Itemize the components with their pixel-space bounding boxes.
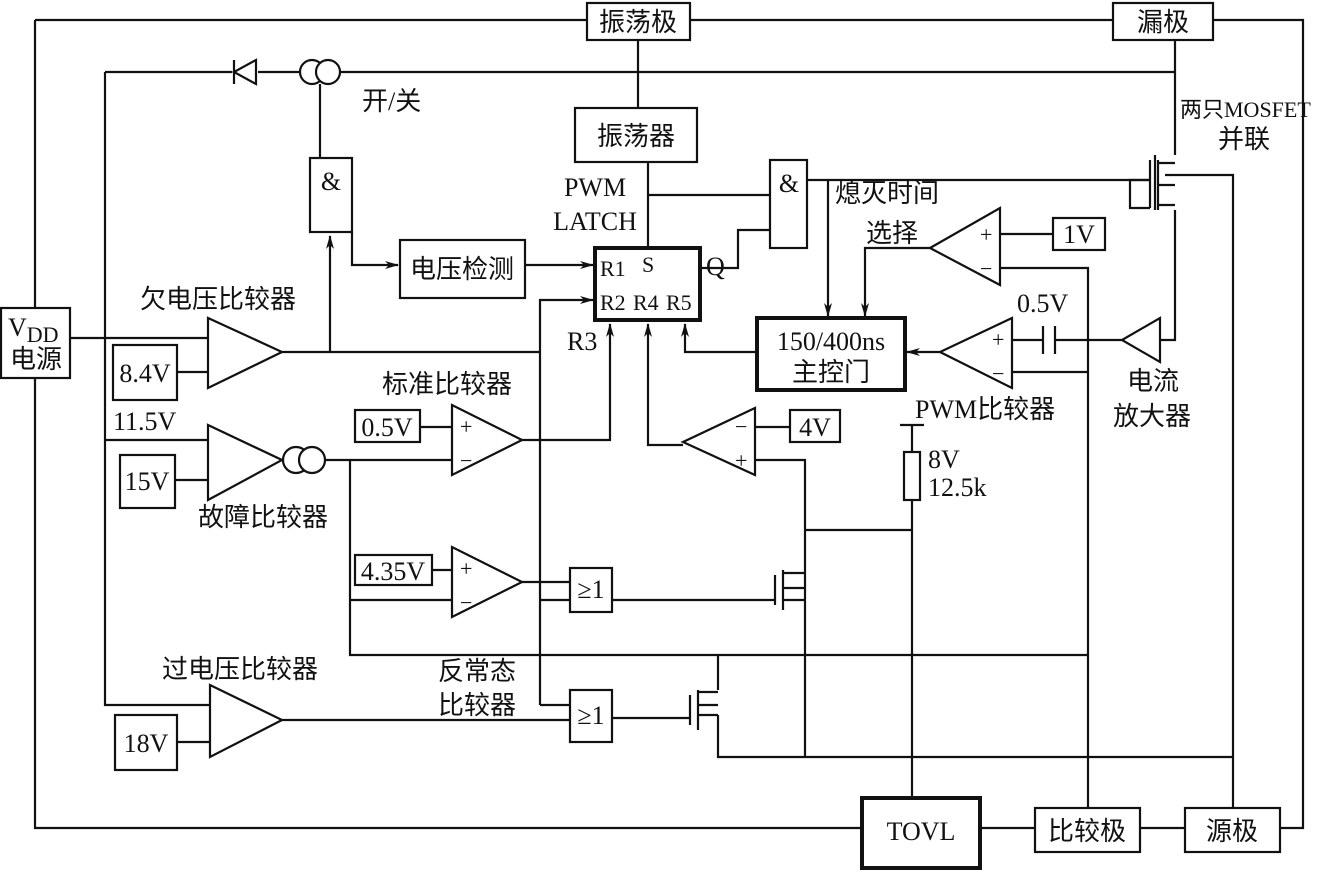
- ov-comparator-label: 过电压比较器: [162, 655, 318, 684]
- box-18v: 18V: [113, 713, 179, 772]
- svg-text:R2: R2: [600, 290, 626, 315]
- svg-text:+: +: [980, 222, 992, 247]
- svg-text:电源: 电源: [10, 345, 62, 374]
- svg-text:R3: R3: [567, 327, 597, 356]
- svg-text:VDD: VDD: [8, 313, 59, 347]
- svg-text:振荡器: 振荡器: [597, 122, 675, 151]
- blanking-label: 选择: [866, 219, 918, 248]
- svg-text:电压检测: 电压检测: [410, 255, 514, 284]
- svg-text:8.4V: 8.4V: [119, 359, 171, 388]
- pwm-latch-label: PWM: [564, 173, 626, 202]
- svg-text:漏极: 漏极: [1137, 8, 1189, 37]
- pin-source: 源极: [1183, 806, 1282, 854]
- blanking-label: 熄灭时间: [835, 179, 939, 208]
- current-source-icon: [281, 445, 327, 475]
- svg-text:+: +: [460, 414, 472, 439]
- svg-text:+: +: [992, 327, 1004, 352]
- svg-text:振荡极: 振荡极: [599, 8, 677, 37]
- svg-text:4V: 4V: [799, 413, 831, 442]
- pin-drain: 漏极: [1111, 1, 1215, 42]
- pin-compare: 比较极: [1033, 806, 1142, 854]
- comparator-4-35v: +−: [450, 545, 525, 619]
- svg-text:源极: 源极: [1206, 817, 1258, 846]
- svg-text:1V: 1V: [1063, 220, 1095, 249]
- box-8-4v: 8.4V: [111, 343, 179, 402]
- pin-tovl: TOVL: [860, 796, 982, 870]
- svg-text:≥1: ≥1: [577, 575, 604, 604]
- svg-text:≥1: ≥1: [577, 701, 604, 730]
- label-8v: 8V: [928, 445, 960, 474]
- pin-vdd: VDD 电源: [0, 306, 72, 380]
- label-0-5v-top: 0.5V: [1017, 289, 1069, 318]
- std-comparator-label: 标准比较器: [382, 370, 512, 399]
- mosfet-icon: [688, 690, 718, 730]
- box-0-5v: 0.5V: [353, 408, 422, 444]
- current-amp-label: 放大器: [1113, 402, 1191, 431]
- svg-text:比较极: 比较极: [1048, 817, 1126, 846]
- svg-text:18V: 18V: [124, 729, 169, 758]
- power-mosfet-icon: [1128, 155, 1175, 210]
- fault-comparator-label: 故障比较器: [198, 503, 328, 532]
- comparator-4v: −+: [680, 406, 757, 477]
- resistor-icon: [902, 450, 922, 502]
- svg-text:0.5V: 0.5V: [361, 413, 413, 442]
- box-1v: 1V: [1051, 216, 1107, 252]
- svg-text:Q: Q: [706, 252, 725, 281]
- svg-text:TOVL: TOVL: [887, 817, 956, 846]
- box-4v: 4V: [788, 408, 842, 444]
- pwm-latch-label: LATCH: [553, 207, 637, 236]
- box-4-35v: 4.35V: [353, 553, 434, 587]
- pwm-comparator: +−: [937, 316, 1014, 390]
- svg-text:150/400ns: 150/400ns: [777, 327, 885, 356]
- svg-text:&: &: [321, 167, 341, 196]
- or-gate-2: ≥1: [568, 688, 614, 744]
- label-11-5v: 11.5V: [113, 407, 177, 436]
- comparator-1v: +−: [927, 206, 1002, 287]
- abnormal-comparator-label: 反常态: [438, 657, 516, 686]
- svg-text:+: +: [460, 556, 472, 581]
- voltage-detect: 电压检测: [398, 238, 527, 300]
- mosfet-label: 并联: [1218, 125, 1270, 154]
- svg-text:R4: R4: [633, 290, 659, 315]
- oscillator-block: 振荡器: [573, 106, 699, 164]
- and-gate-1: &: [308, 156, 354, 234]
- current-amp-label: 电流: [1127, 367, 1179, 396]
- svg-text:15V: 15V: [125, 467, 170, 496]
- svg-text:−: −: [980, 256, 992, 281]
- svg-text:−: −: [992, 361, 1004, 386]
- svg-text:S: S: [642, 252, 654, 277]
- svg-text:−: −: [735, 414, 747, 439]
- box-15v: 15V: [118, 453, 177, 510]
- on-off-label: 开/关: [362, 87, 421, 116]
- pin-oscillator: 振荡极: [585, 1, 692, 42]
- or-gate-1: ≥1: [568, 566, 614, 614]
- uv-comparator: [206, 316, 285, 390]
- ov-comparator: [208, 683, 285, 759]
- diode-icon: [231, 58, 258, 86]
- fault-comparator: [206, 423, 285, 502]
- pwm-latch: R1 S R2 R4 R5 Q R3: [567, 246, 725, 356]
- svg-text:−: −: [460, 448, 472, 473]
- mosfet-label: 两只MOSFET: [1180, 97, 1311, 122]
- svg-text:主控门: 主控门: [792, 358, 870, 387]
- current-amplifier: [1119, 316, 1162, 364]
- mosfet-icon: [773, 570, 805, 610]
- pwm-comparator-label: PWM比较器: [915, 395, 1055, 424]
- label-12-5k: 12.5k: [928, 473, 987, 502]
- abnormal-comparator-label: 比较器: [438, 691, 516, 720]
- svg-text:R1: R1: [600, 256, 626, 281]
- svg-text:&: &: [779, 169, 799, 198]
- and-gate-2: &: [768, 158, 809, 250]
- svg-text:4.35V: 4.35V: [361, 557, 426, 586]
- svg-text:R5: R5: [666, 290, 692, 315]
- current-source-icon: [298, 58, 342, 86]
- std-comparator: +−: [450, 403, 525, 477]
- wires: [33, 18, 1305, 830]
- uv-comparator-label: 欠电压比较器: [140, 285, 296, 314]
- svg-text:+: +: [735, 448, 747, 473]
- svg-text:−: −: [460, 590, 472, 615]
